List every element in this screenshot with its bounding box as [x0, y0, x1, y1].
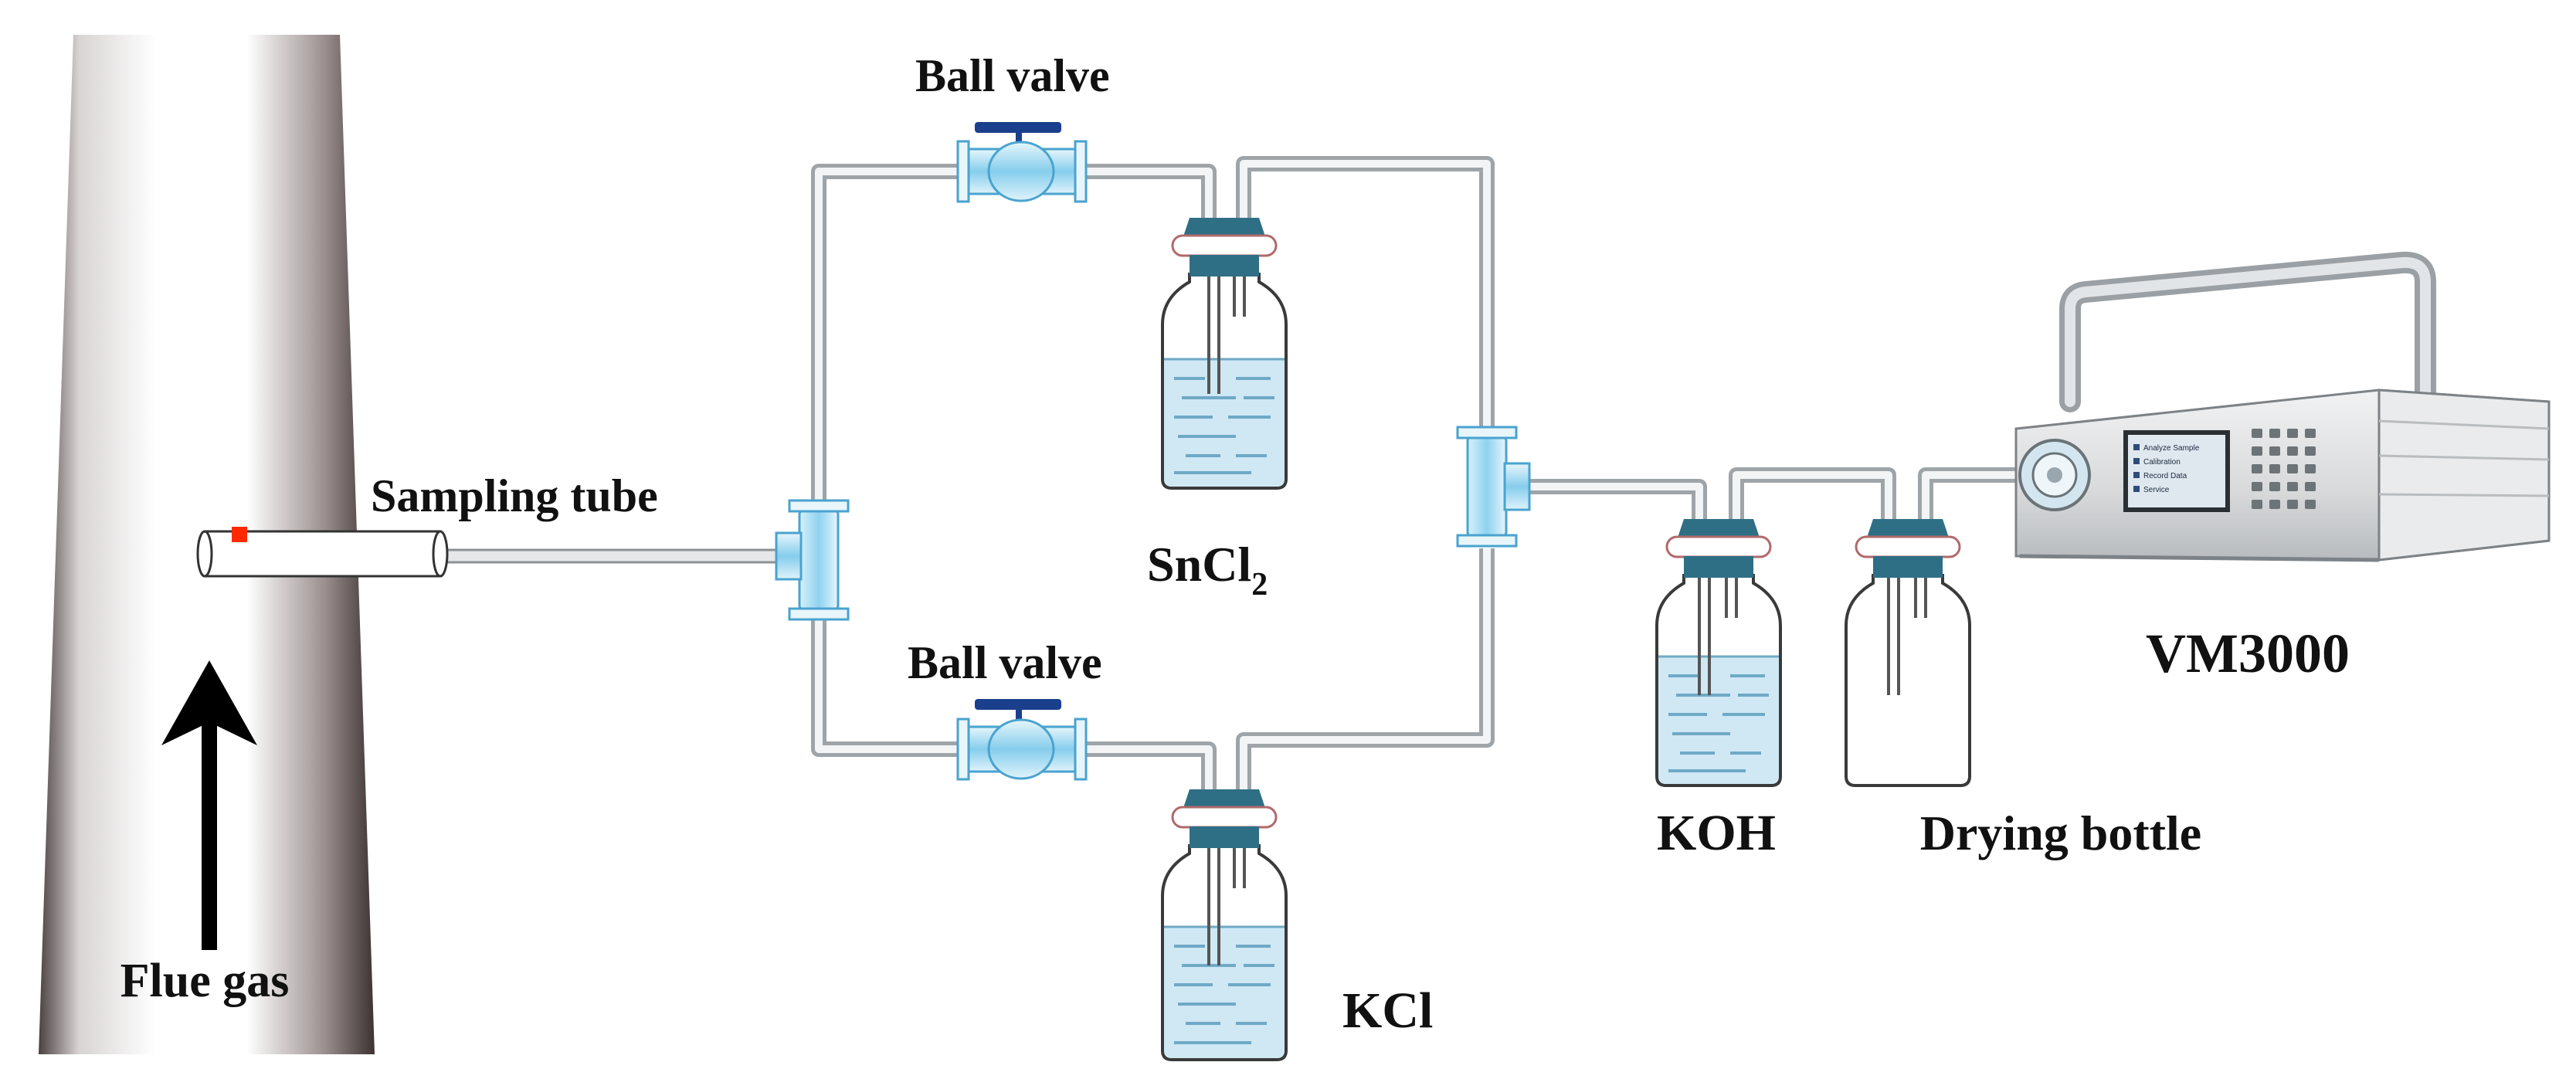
sampling-point-marker: [232, 527, 247, 542]
flue-gas-arrow-icon: [161, 660, 257, 950]
koh-label: KOH: [1657, 805, 1776, 861]
tee-fitting-left: [775, 499, 850, 621]
sncl2-subscript: 2: [1251, 567, 1268, 602]
ball-valve-bottom-icon: [956, 699, 1088, 781]
sncl2-label: SnCl2: [1147, 537, 1268, 602]
sncl2-impinger-bottle: [1161, 218, 1288, 490]
analyzer-screen-menu: Analyze Sample Calibration Record Data S…: [2133, 444, 2200, 494]
ball-valve-top-icon: [956, 122, 1088, 203]
screen-menu-item: Calibration: [2143, 458, 2181, 467]
sampling-tube-label: Sampling tube: [371, 470, 658, 521]
kcl-label: KCl: [1342, 982, 1433, 1039]
kcl-impinger-bottle: [1161, 789, 1288, 1061]
drying-bottle-label: Drying bottle: [1920, 806, 2201, 860]
ball-valve-bottom-label: Ball valve: [908, 637, 1102, 688]
flue-gas-label: Flue gas: [120, 955, 290, 1007]
screen-menu-item: Analyze Sample: [2143, 444, 2200, 453]
sampling-tube: [196, 527, 782, 578]
vm3000-label: VM3000: [2146, 623, 2350, 684]
vm3000-analyzer: Analyze Sample Calibration Record Data S…: [2014, 251, 2551, 562]
tee-fitting-right: [1456, 426, 1531, 548]
screen-menu-item: Record Data: [2143, 472, 2187, 480]
analyzer-keypad: [2252, 429, 2316, 509]
koh-impinger-bottle: [1655, 519, 1782, 787]
screen-menu-item: Service: [2143, 486, 2170, 494]
drying-bottle: [1845, 519, 1971, 787]
ball-valve-top-label: Ball valve: [915, 50, 1110, 101]
